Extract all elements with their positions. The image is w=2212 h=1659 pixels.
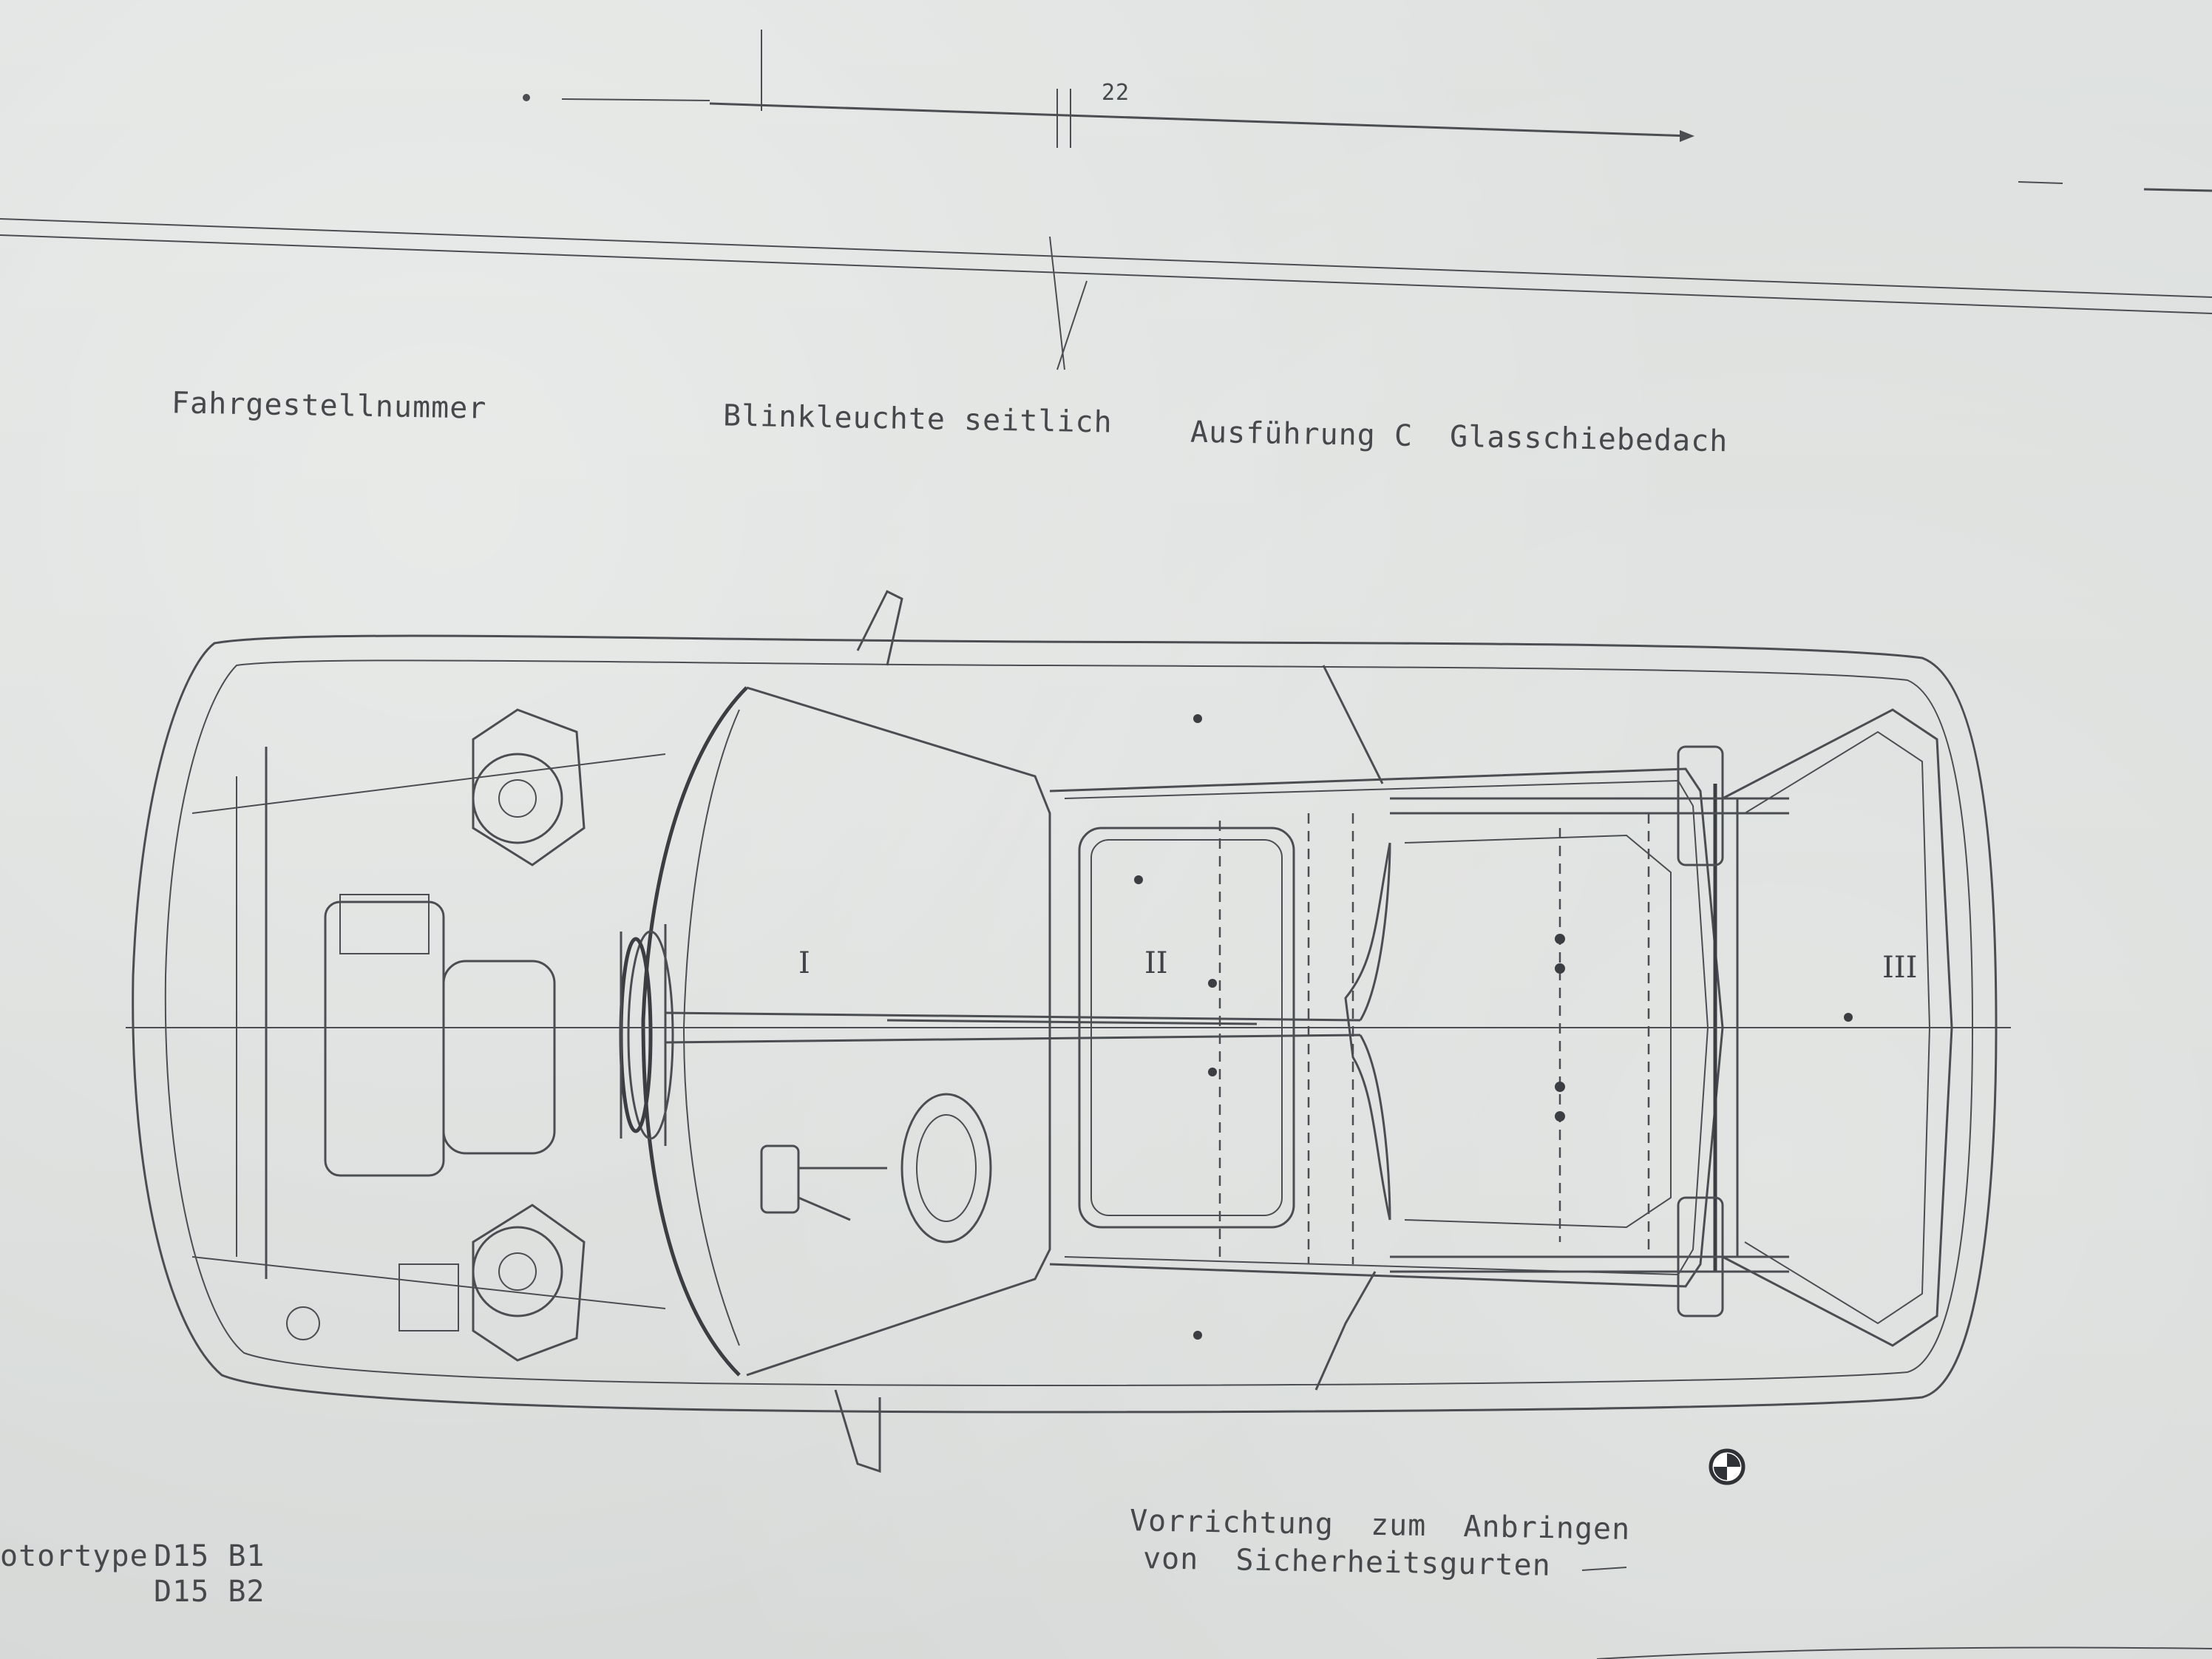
engine-code-1: D15 B1 (154, 1539, 265, 1573)
dimension-lines (0, 30, 2212, 370)
glass-sunroof (1078, 813, 1354, 1264)
engine-type-label: otortype (0, 1539, 149, 1573)
zone-marker-3: III (1882, 951, 1917, 985)
centerline (126, 842, 2011, 1221)
bmw-roundel-icon (1709, 1448, 1745, 1485)
steering-column (760, 1093, 992, 1244)
zone-marker-2: II (1144, 946, 1168, 980)
engine-bay (191, 708, 674, 1362)
dimension-mark: 22 (1102, 80, 1130, 106)
engine-code-2: D15 B2 (154, 1575, 265, 1609)
seatbelt-anchor-points (1134, 714, 1853, 1340)
zone-marker-1: I (798, 946, 810, 980)
